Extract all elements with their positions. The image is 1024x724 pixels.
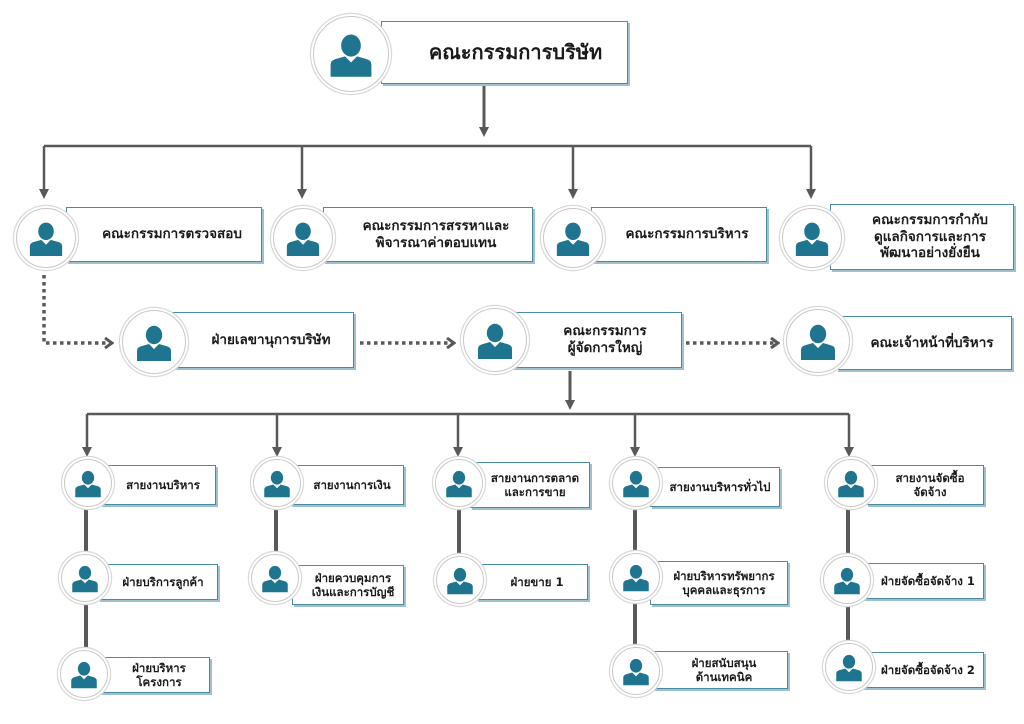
node-line-procurement-label: สายงานจัดซื้อ จัดจ้าง (895, 470, 965, 499)
node-unit-hr-admin-label: ฝ่ายบริหารทรัพยากร บุคคลและธุรการ (673, 568, 775, 597)
person-icon (623, 564, 649, 592)
node-unit-customer-service-box: ฝ่ายบริการลูกค้า (98, 564, 218, 600)
person-icon (72, 565, 98, 593)
node-committee-executive-box: คณะกรรมการบริหาร (591, 207, 767, 262)
person-icon (262, 565, 288, 593)
node-unit-customer-service-avatar (61, 554, 109, 602)
node-unit-project-admin-label: ฝ่ายบริหาร โครงการ (132, 660, 186, 689)
node-board-box: คณะกรรมการบริษัท (381, 21, 628, 84)
person-icon (29, 222, 63, 257)
person-icon (836, 654, 862, 682)
node-secretary-box: ฝ่ายเลขานุการบริษัท (172, 312, 354, 368)
node-committee-governance-avatar (782, 208, 842, 268)
node-unit-finance-accounting-avatar (251, 554, 299, 602)
person-icon (447, 567, 473, 595)
node-committee-governance-label: คณะกรรมการกำกับ ดูแลกิจการและการ พัฒนาอย… (872, 211, 988, 262)
node-unit-sales-1-avatar (436, 556, 484, 604)
node-executives-label: คณะเจ้าหน้าที่บริหาร (870, 334, 994, 351)
node-ceo-avatar (463, 308, 527, 372)
node-line-admin-label: สายงานบริหาร (126, 477, 200, 492)
node-unit-sales-1-label: ฝ่ายขาย 1 (510, 574, 564, 589)
node-line-admin-avatar (64, 459, 112, 507)
node-unit-hr-admin-box: ฝ่ายบริหารทรัพยากร บุคคลและธุรการ (650, 561, 788, 605)
node-unit-procurement-1-avatar (823, 556, 871, 604)
node-unit-project-admin-avatar (60, 650, 108, 698)
node-committee-audit-box: คณะกรรมการตรวจสอบ (66, 207, 262, 262)
node-committee-governance-box: คณะกรรมการกำกับ ดูแลกิจการและการ พัฒนาอย… (830, 204, 1014, 270)
node-unit-procurement-2-label: ฝ่ายจัดซื้อจัดจ้าง 2 (881, 662, 975, 677)
node-line-marketing-avatar (435, 459, 483, 507)
person-icon (623, 658, 649, 686)
person-icon (75, 470, 101, 498)
person-icon (834, 567, 860, 595)
node-unit-technical-support-label: ฝ่ายสนับสนุน ด้านเทคนิค (691, 655, 757, 684)
node-unit-finance-accounting-box: ฝ่ายควบคุมการ เงินและการบัญชี (292, 565, 404, 605)
node-line-finance-box: สายงานการเงิน (290, 465, 404, 505)
person-icon (838, 470, 864, 498)
node-committee-executive-label: คณะกรรมการบริหาร (625, 226, 749, 243)
person-icon (137, 325, 171, 361)
person-icon (330, 34, 372, 77)
node-board-label: คณะกรรมการบริษัท (428, 40, 603, 64)
node-ceo-box: คณะกรรมการ ผู้จัดการใหญ่ (512, 312, 682, 368)
node-unit-technical-support-box: ฝ่ายสนับสนุน ด้านเทคนิค (650, 651, 788, 689)
node-unit-procurement-1-box: ฝ่ายจัดซื้อจัดจ้าง 1 (862, 563, 984, 599)
node-committee-nomination-label: คณะกรรมการสรรหาและ พิจารณาค่าตอบแทน (362, 217, 510, 251)
person-icon (446, 470, 472, 498)
dotted-connector-audit-to-secretary (42, 275, 112, 343)
person-icon (286, 222, 320, 257)
node-unit-hr-admin-avatar (612, 553, 660, 601)
node-secretary-avatar (122, 310, 186, 374)
person-icon (556, 222, 590, 257)
node-line-marketing-box: สายงานการตลาด และการขาย (470, 462, 590, 508)
person-icon (623, 470, 649, 498)
node-line-general-avatar (612, 459, 660, 507)
node-committee-executive-avatar (543, 208, 603, 268)
node-line-general-box: สายงานบริหารทั่วไป (650, 467, 780, 507)
person-icon (478, 323, 512, 359)
node-line-finance-label: สายงานการเงิน (313, 477, 391, 492)
node-executives-box: คณะเจ้าหน้าที่บริหาร (836, 316, 1012, 370)
node-unit-sales-1-box: ฝ่ายขาย 1 (476, 564, 588, 600)
node-line-admin-box: สายงานบริหาร (100, 465, 216, 505)
node-unit-finance-accounting-label: ฝ่ายควบคุมการ เงินและการบัญชี (311, 570, 395, 599)
node-executives-avatar (786, 309, 850, 373)
person-icon (71, 661, 97, 689)
node-line-procurement-box: สายงานจัดซื้อ จัดจ้าง (866, 465, 984, 505)
node-line-procurement-avatar (827, 459, 875, 507)
node-line-marketing-label: สายงานการตลาด และการขาย (490, 470, 580, 499)
node-unit-technical-support-avatar (612, 647, 660, 695)
node-unit-procurement-1-label: ฝ่ายจัดซื้อจัดจ้าง 1 (881, 573, 975, 588)
node-line-general-label: สายงานบริหารทั่วไป (669, 479, 771, 494)
node-committee-audit-avatar (16, 208, 76, 268)
node-line-finance-avatar (253, 459, 301, 507)
node-ceo-label: คณะกรรมการ ผู้จัดการใหญ่ (563, 323, 647, 356)
person-icon (795, 222, 829, 257)
node-secretary-label: ฝ่ายเลขานุการบริษัท (211, 331, 331, 348)
node-committee-audit-label: คณะกรรมการตรวจสอบ (102, 226, 242, 243)
node-committee-nomination-avatar (273, 208, 333, 268)
node-unit-project-admin-box: ฝ่ายบริหาร โครงการ (98, 657, 210, 693)
node-board-avatar (313, 16, 389, 92)
node-unit-procurement-2-avatar (825, 643, 873, 691)
node-committee-nomination-box: คณะกรรมการสรรหาและ พิจารณาค่าตอบแทน (323, 207, 533, 262)
node-unit-procurement-2-box: ฝ่ายจัดซื้อจัดจ้าง 2 (862, 652, 984, 688)
person-icon (264, 470, 290, 498)
person-icon (801, 324, 835, 360)
node-unit-customer-service-label: ฝ่ายบริการลูกค้า (122, 574, 204, 589)
